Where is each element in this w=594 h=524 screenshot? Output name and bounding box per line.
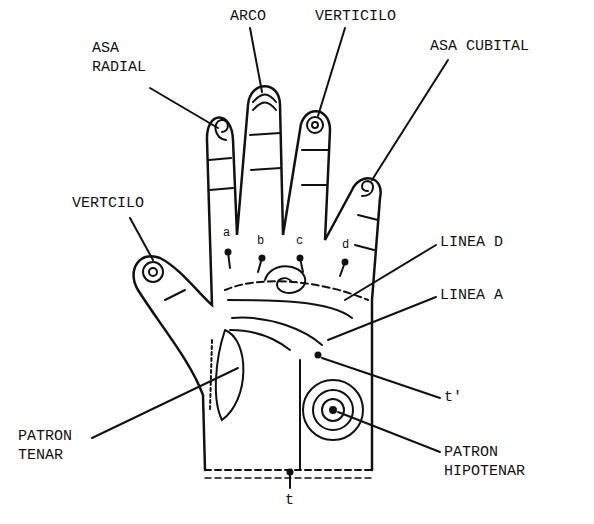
triradius-letter: d	[342, 238, 349, 253]
triradius-letter: a	[223, 226, 230, 241]
pattern-label: VERTCILO	[72, 195, 144, 214]
triradius-label: t'	[444, 389, 462, 408]
triradius-letter: c	[296, 234, 303, 249]
pattern-label: VERTICILO	[315, 8, 396, 27]
pattern-label: ASA CUBITAL	[430, 38, 529, 57]
triradius-label: t	[285, 492, 294, 511]
pattern-label: PATRON HIPOTENAR	[444, 444, 544, 482]
pattern-label: PATRON TENAR	[18, 428, 88, 466]
line-label: LINEA A	[440, 287, 503, 306]
pattern-label: ARCO	[230, 8, 266, 27]
line-label: LINEA D	[440, 234, 503, 253]
pattern-label: ASA RADIAL	[92, 40, 162, 78]
triradius-letter: b	[257, 234, 264, 249]
